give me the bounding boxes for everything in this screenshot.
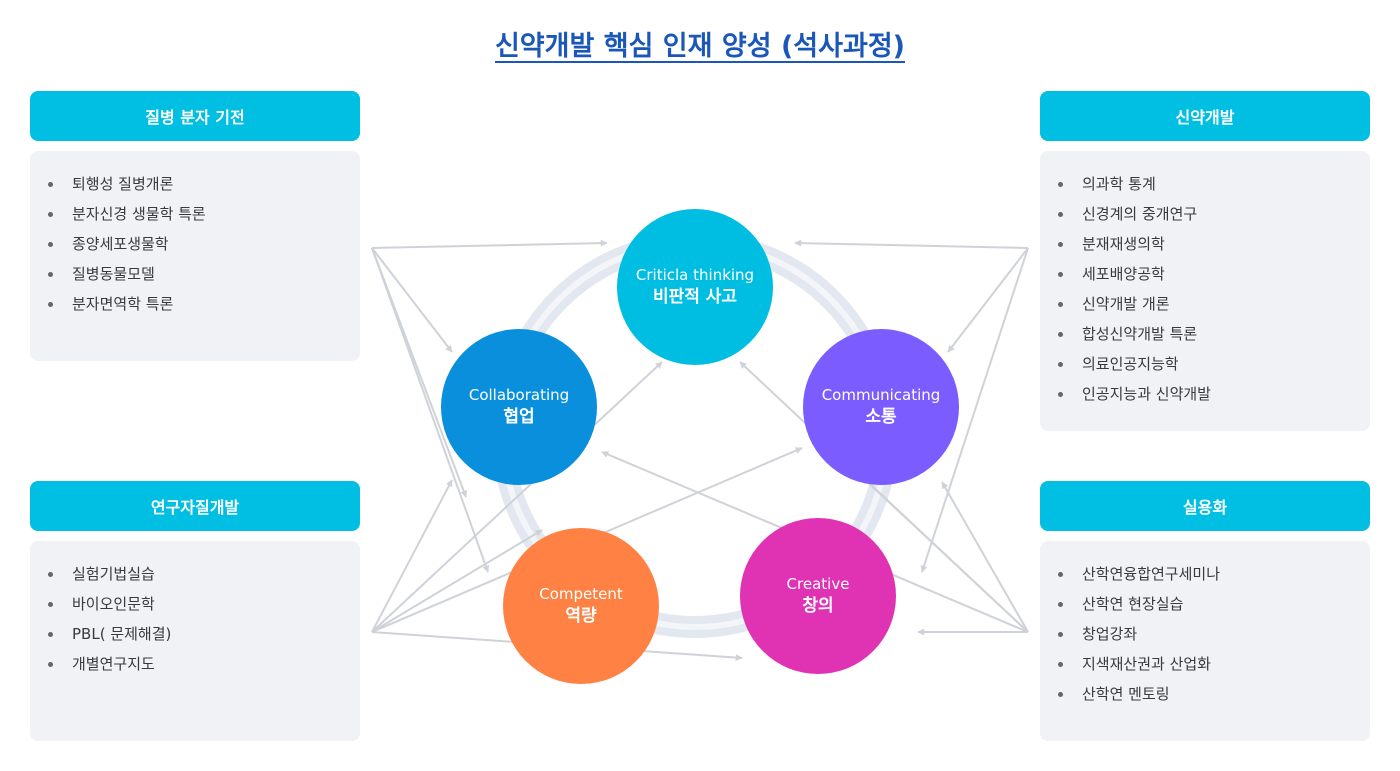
- list-item: 개별연구지도: [48, 649, 342, 679]
- list-item: 합성신약개발 특론: [1058, 319, 1352, 349]
- node-collaborating: Collaborating 협업: [441, 329, 597, 485]
- panel-header-commercialization: 실용화: [1040, 481, 1370, 531]
- connector-arrow: [371, 247, 490, 573]
- connector-arrow: [947, 247, 1029, 353]
- list-item: PBL( 문제해결): [48, 619, 342, 649]
- connector-arrow: [920, 247, 1029, 573]
- node-label-en: Criticla thinking: [635, 266, 755, 284]
- node-label-ko: 역량: [565, 606, 597, 626]
- list-item: 신경계의 중개연구: [1058, 199, 1352, 229]
- connector-arrow: [371, 479, 453, 633]
- list-item: 분재재생의학: [1058, 229, 1352, 259]
- list-item: 의과학 통계: [1058, 169, 1352, 199]
- panel-body-drug-development: 의과학 통계 신경계의 중개연구 분재재생의학 세포배양공학 신약개발 개론 합…: [1040, 151, 1370, 431]
- list-item: 실험기법실습: [48, 559, 342, 589]
- list-item: 창업강좌: [1058, 619, 1352, 649]
- list-item: 산학연융합연구세미나: [1058, 559, 1352, 589]
- course-list: 의과학 통계 신경계의 중개연구 분재재생의학 세포배양공학 신약개발 개론 합…: [1058, 169, 1352, 409]
- list-item: 분자신경 생물학 특론: [48, 199, 342, 229]
- page-title: 신약개발 핵심 인재 양성 (석사과정): [0, 24, 1400, 63]
- node-label-ko: 소통: [865, 407, 897, 427]
- panel-header-drug-development: 신약개발: [1040, 91, 1370, 141]
- connector-arrow: [371, 361, 663, 633]
- course-list: 산학연융합연구세미나 산학연 현장실습 창업강좌 지색재산권과 산업화 산학연 …: [1058, 559, 1352, 709]
- list-item: 산학연 현장실습: [1058, 589, 1352, 619]
- list-item: 퇴행성 질병개론: [48, 169, 342, 199]
- panel-header-disease-mechanism: 질병 분자 기전: [30, 91, 360, 141]
- list-item: 신약개발 개론: [1058, 289, 1352, 319]
- list-item: 인공지능과 신약개발: [1058, 379, 1352, 409]
- list-item: 바이오인문학: [48, 589, 342, 619]
- node-critical-thinking: Criticla thinking 비판적 사고: [617, 209, 773, 365]
- node-label-ko: 창의: [802, 596, 834, 616]
- connector-arrow: [371, 239, 608, 249]
- connector-arrow: [941, 481, 1029, 633]
- node-label-en: Competent: [539, 585, 623, 603]
- node-label-ko: 협업: [503, 407, 535, 427]
- connector-arrow: [371, 247, 453, 353]
- list-item: 산학연 멘토링: [1058, 679, 1352, 709]
- connector-arrow: [861, 476, 1029, 633]
- list-item: 종양세포생물학: [48, 229, 342, 259]
- panel-body-disease-mechanism: 퇴행성 질병개론 분자신경 생물학 특론 종양세포생물학 질병동물모델 분자면역…: [30, 151, 360, 361]
- connector-arrow: [371, 529, 543, 633]
- list-item: 지색재산권과 산업화: [1058, 649, 1352, 679]
- node-communicating: Communicating 소통: [803, 329, 959, 485]
- course-list: 실험기법실습 바이오인문학 PBL( 문제해결) 개별연구지도: [48, 559, 342, 679]
- panel-body-commercialization: 산학연융합연구세미나 산학연 현장실습 창업강좌 지색재산권과 산업화 산학연 …: [1040, 541, 1370, 741]
- panel-header-researcher-development: 연구자질개발: [30, 481, 360, 531]
- node-creative: Creative 창의: [740, 518, 896, 674]
- page-title-text: 신약개발 핵심 인재 양성 (석사과정): [494, 31, 906, 62]
- connector-arrow: [794, 239, 1029, 249]
- course-list: 퇴행성 질병개론 분자신경 생물학 특론 종양세포생물학 질병동물모델 분자면역…: [48, 169, 342, 319]
- list-item: 의료인공지능학: [1058, 349, 1352, 379]
- list-item: 분자면역학 특론: [48, 289, 342, 319]
- node-competent: Competent 역량: [503, 528, 659, 684]
- list-item: 세포배양공학: [1058, 259, 1352, 289]
- node-label-en: Communicating: [821, 386, 941, 404]
- node-label-en: Creative: [786, 575, 850, 593]
- node-label-ko: 비판적 사고: [652, 287, 738, 307]
- list-item: 질병동물모델: [48, 259, 342, 289]
- node-label-en: Collaborating: [468, 386, 570, 404]
- panel-body-researcher-development: 실험기법실습 바이오인문학 PBL( 문제해결) 개별연구지도: [30, 541, 360, 741]
